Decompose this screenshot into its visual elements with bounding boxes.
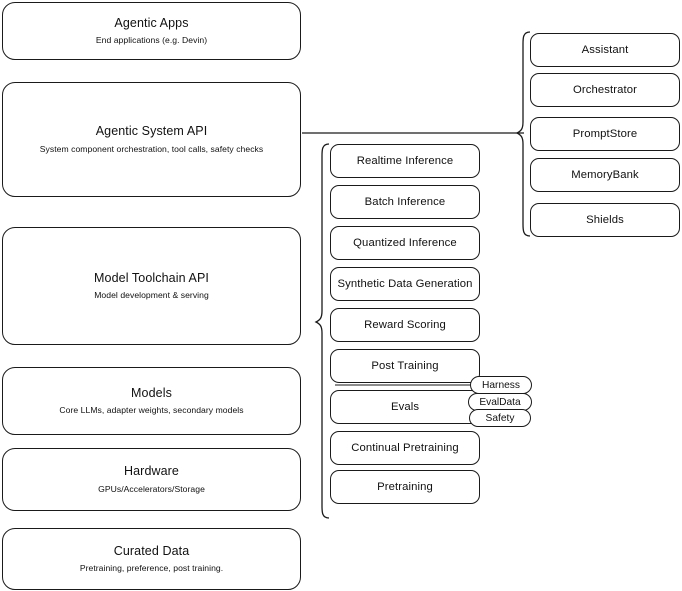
system-component-label: Assistant: [581, 43, 629, 56]
capability-label: Continual Pretraining: [351, 441, 459, 454]
layer-title: Models: [131, 385, 172, 400]
system-component-assistant[interactable]: Assistant: [530, 33, 680, 67]
system-component-label: Orchestrator: [573, 83, 637, 96]
capability-reward-scoring[interactable]: Reward Scoring: [330, 308, 480, 342]
layer-agentic-system-api[interactable]: Agentic System API System component orch…: [2, 82, 301, 197]
layer-title: Hardware: [124, 464, 179, 479]
system-component-label: MemoryBank: [571, 168, 639, 181]
system-component-promptstore[interactable]: PromptStore: [530, 117, 680, 151]
capability-pretraining[interactable]: Pretraining: [330, 470, 480, 504]
capability-label: Evals: [390, 400, 420, 413]
layer-subtitle: Model development & serving: [94, 290, 209, 301]
capability-label: Pretraining: [377, 480, 433, 493]
layer-agentic-apps[interactable]: Agentic Apps End applications (e.g. Devi…: [2, 2, 301, 60]
system-component-label: Shields: [586, 213, 624, 226]
capability-label: Quantized Inference: [353, 236, 457, 249]
capability-batch-inference[interactable]: Batch Inference: [330, 185, 480, 219]
capability-realtime-inference[interactable]: Realtime Inference: [330, 144, 480, 178]
capability-evals[interactable]: Evals: [330, 390, 480, 424]
system-component-memorybank[interactable]: MemoryBank: [530, 158, 680, 192]
capability-label: Reward Scoring: [364, 318, 446, 331]
layer-hardware[interactable]: Hardware GPUs/Accelerators/Storage: [2, 448, 301, 511]
layer-curated-data[interactable]: Curated Data Pretraining, preference, po…: [2, 528, 301, 590]
layer-title: Curated Data: [113, 543, 190, 558]
system-component-shields[interactable]: Shields: [530, 203, 680, 237]
layer-title: Model Toolchain API: [94, 270, 209, 285]
capability-quantized-inference[interactable]: Quantized Inference: [330, 226, 480, 260]
capability-label: Batch Inference: [364, 195, 446, 208]
layer-subtitle: System component orchestration, tool cal…: [39, 143, 264, 154]
capability-post-training[interactable]: Post Training: [330, 349, 480, 383]
capability-label: Synthetic Data Generation: [337, 277, 473, 290]
layer-models[interactable]: Models Core LLMs, adapter weights, secon…: [2, 367, 301, 435]
layer-title: Agentic System API: [95, 124, 208, 139]
capability-label: Realtime Inference: [356, 154, 454, 167]
eval-badge-harness[interactable]: Harness: [470, 376, 532, 394]
capability-continual-pretraining[interactable]: Continual Pretraining: [330, 431, 480, 465]
layer-model-toolchain-api[interactable]: Model Toolchain API Model development & …: [2, 227, 301, 345]
system-component-orchestrator[interactable]: Orchestrator: [530, 73, 680, 107]
brace-system-components: [515, 31, 531, 237]
layer-subtitle: Core LLMs, adapter weights, secondary mo…: [59, 405, 244, 416]
layer-subtitle: GPUs/Accelerators/Storage: [98, 483, 205, 494]
layer-title: Agentic Apps: [114, 15, 189, 30]
brace-capabilities: [314, 143, 330, 519]
capability-synthetic-data-generation[interactable]: Synthetic Data Generation: [330, 267, 480, 301]
layer-subtitle: Pretraining, preference, post training.: [79, 563, 224, 574]
layer-subtitle: End applications (e.g. Devin): [95, 35, 208, 46]
eval-badge-safety[interactable]: Safety: [469, 409, 531, 427]
capability-label: Post Training: [371, 359, 439, 372]
system-component-label: PromptStore: [572, 127, 638, 140]
